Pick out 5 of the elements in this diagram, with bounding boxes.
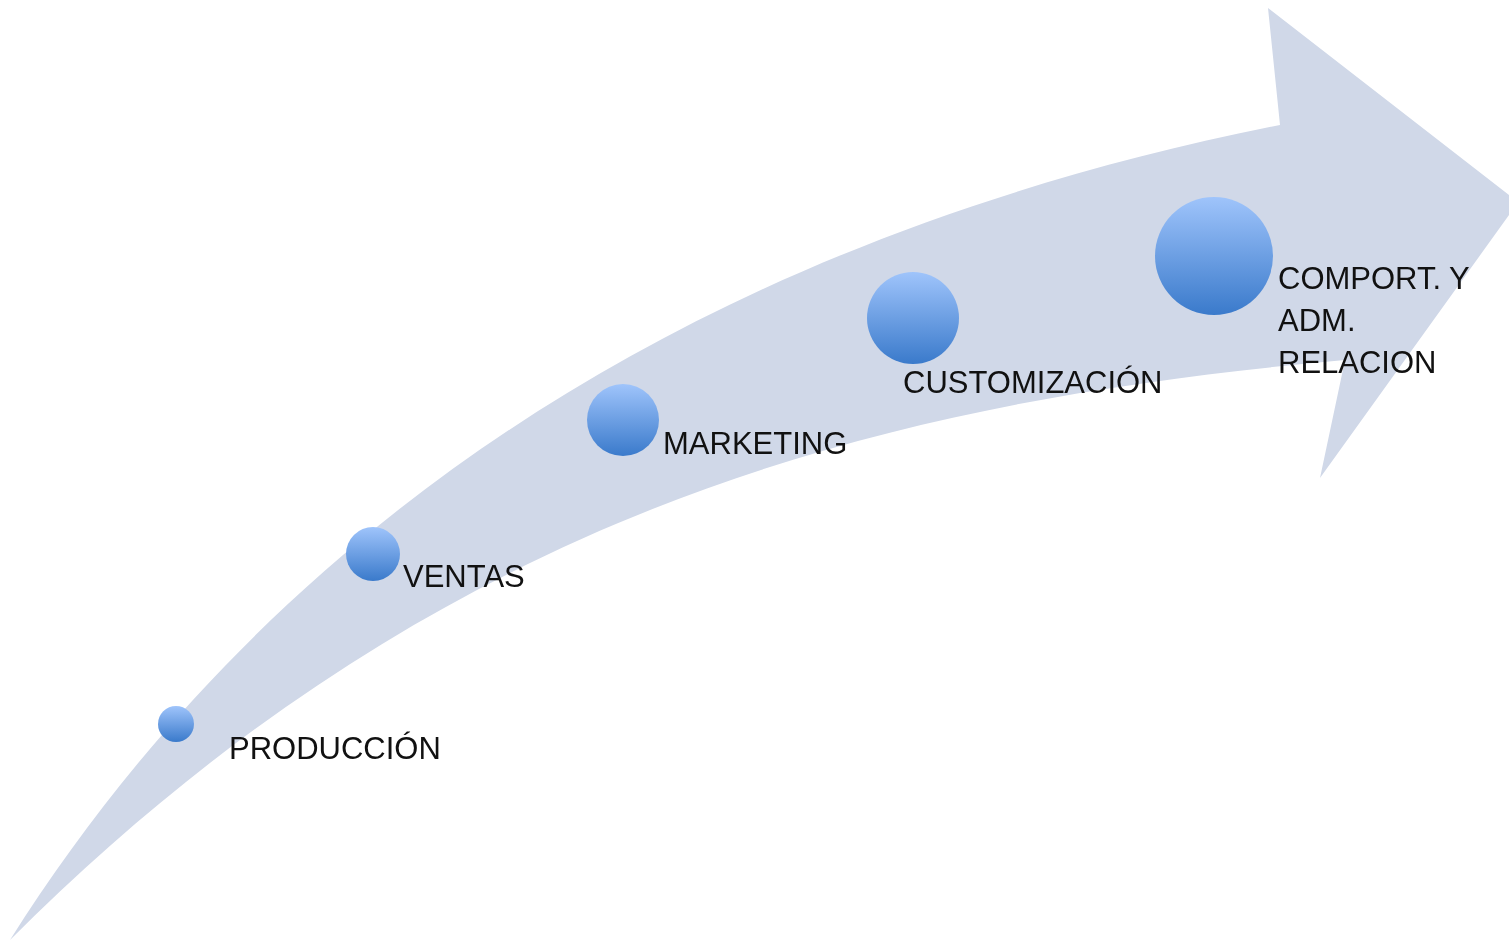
step-label: PRODUCCIÓN xyxy=(229,730,441,768)
step-label: COMPORT. Y ADM. RELACION xyxy=(1278,260,1471,382)
step-label: VENTAS xyxy=(403,558,525,596)
step-label: MARKETING xyxy=(663,425,848,463)
step-label: CUSTOMIZACIÓN xyxy=(903,364,1163,402)
